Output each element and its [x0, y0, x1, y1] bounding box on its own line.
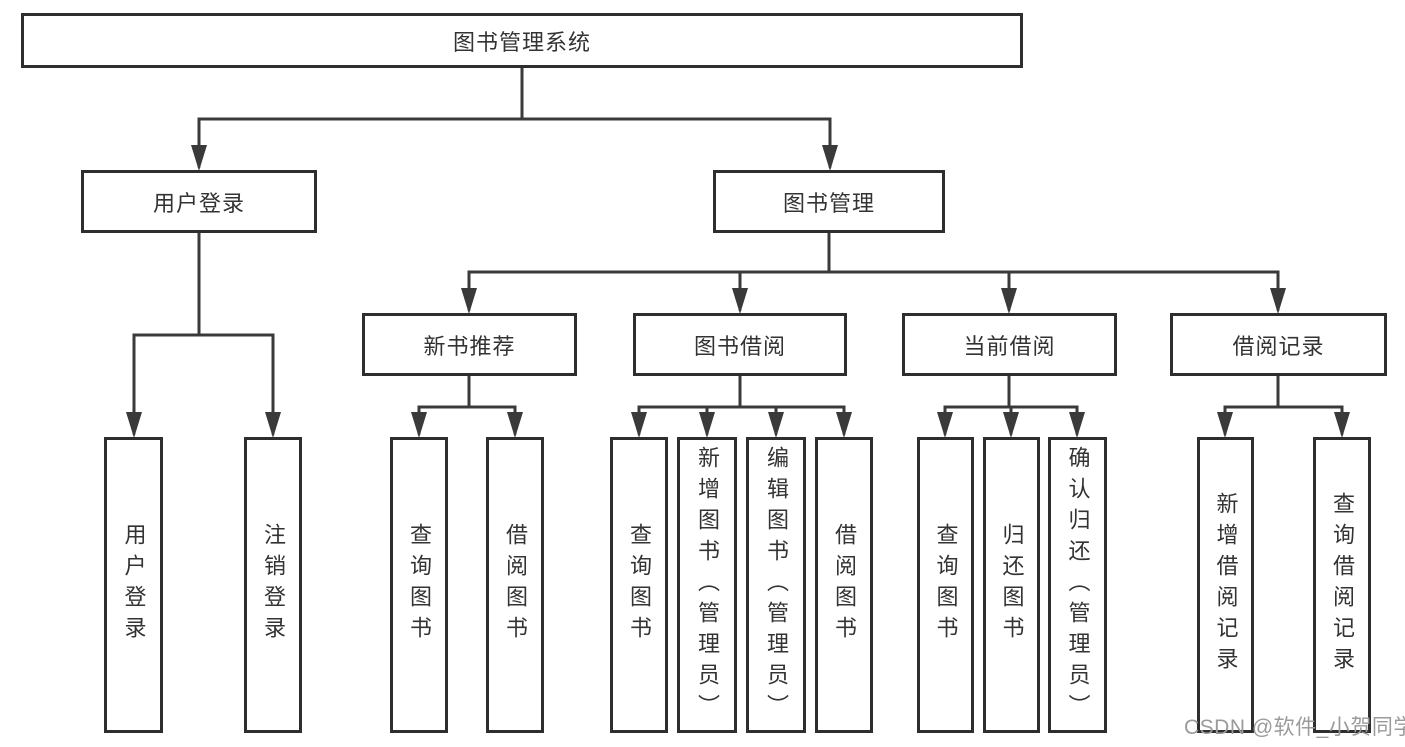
leaf-label: 确认归还（管理员） [1065, 446, 1091, 725]
leaf-label: 查询借阅记录 [1330, 492, 1355, 678]
node-book-borrow: 图书借阅 [633, 313, 847, 376]
node-current-borrow: 当前借阅 [902, 313, 1117, 376]
node-label: 图书管理 [782, 190, 875, 216]
leaf-borrow-book-under-recommend: 借阅图书 [486, 437, 544, 733]
leaf-label: 编辑图书（管理员） [764, 446, 789, 725]
leaf-label: 借阅图书 [832, 523, 857, 647]
node-new-book-recommend: 新书推荐 [362, 313, 577, 376]
node-user-login: 用户登录 [81, 170, 317, 233]
node-library-system: 图书管理系统 [21, 13, 1023, 68]
leaf-add-borrow-record: 新增借阅记录 [1197, 437, 1254, 733]
leaf-label: 新增借阅记录 [1213, 492, 1239, 678]
leaf-query-borrow-record: 查询借阅记录 [1313, 437, 1371, 733]
leaf-label: 注销登录 [261, 523, 286, 647]
leaf-confirm-return-admin: 确认归还（管理员） [1048, 437, 1107, 733]
node-label: 图书借阅 [693, 333, 786, 359]
leaf-logout: 注销登录 [244, 437, 302, 733]
leaf-label: 新增图书（管理员） [695, 446, 720, 725]
leaf-label: 查询图书 [407, 523, 432, 647]
node-label: 图书管理系统 [452, 29, 591, 55]
leaf-borrow-book-under-borrow: 借阅图书 [815, 437, 873, 733]
leaf-label: 归还图书 [999, 523, 1025, 647]
leaf-edit-book-admin: 编辑图书（管理员） [746, 437, 806, 733]
leaf-query-book-under-current: 查询图书 [917, 437, 974, 733]
node-label: 新书推荐 [423, 333, 516, 359]
leaf-label: 查询图书 [627, 523, 652, 647]
leaf-label: 借阅图书 [503, 523, 528, 647]
leaf-return-book: 归还图书 [983, 437, 1040, 733]
node-label: 用户登录 [152, 190, 245, 216]
leaf-user-login: 用户登录 [104, 437, 163, 733]
node-label: 借阅记录 [1232, 333, 1325, 359]
node-book-management: 图书管理 [713, 170, 945, 233]
leaf-label: 用户登录 [121, 523, 147, 647]
leaf-add-book-admin: 新增图书（管理员） [677, 437, 737, 733]
leaf-label: 查询图书 [933, 523, 959, 647]
node-borrow-record: 借阅记录 [1170, 313, 1387, 376]
leaf-query-book-under-recommend: 查询图书 [390, 437, 448, 733]
leaf-query-book-under-borrow: 查询图书 [610, 437, 668, 733]
csdn-watermark: CSDN @软件_小贺同学 [1184, 716, 1405, 739]
node-label: 当前借阅 [963, 333, 1056, 359]
